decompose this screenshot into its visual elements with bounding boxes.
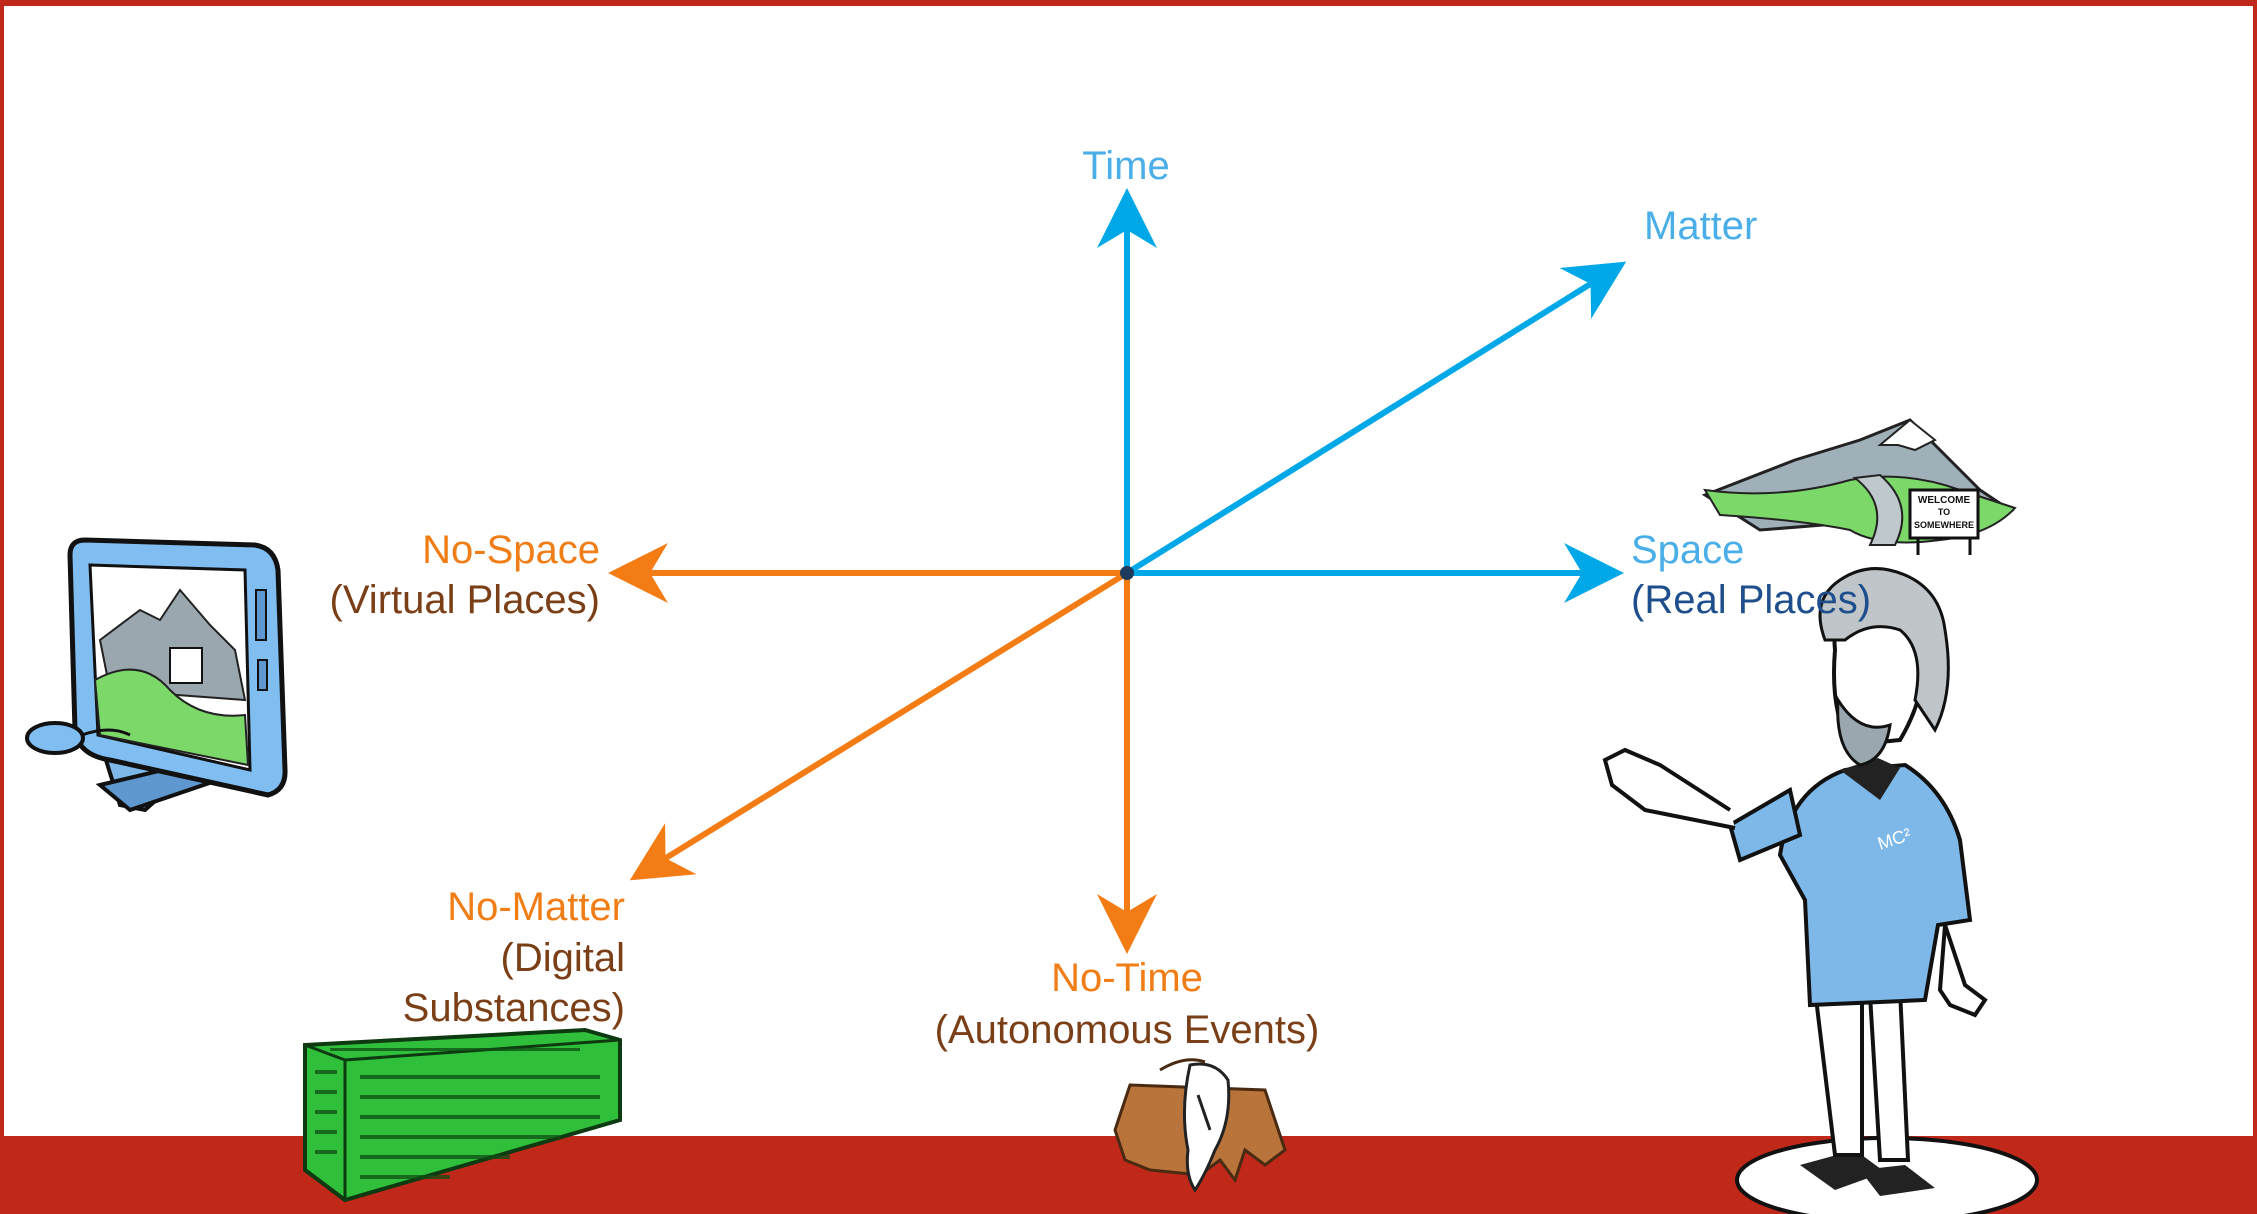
- no-space-sublabel: (Virtual Places): [329, 578, 600, 622]
- mountain-illustration: WELCOME TO SOMEWHERE: [1701, 418, 2017, 555]
- computer-monitor-illustration: [25, 537, 288, 813]
- no-space-label: No-Space: [422, 528, 600, 572]
- no-time-sublabel: (Autonomous Events): [934, 1008, 1320, 1052]
- matter-axis-arrow: [1125, 261, 1627, 576]
- no-matter-sublabel-line2: Substances): [402, 986, 625, 1030]
- presenter-illustration: MC²: [1602, 567, 2039, 1214]
- matter-label: Matter: [1644, 204, 1758, 248]
- melting-clock-illustration: [1113, 1058, 1287, 1193]
- frame-top-border: [0, 0, 2257, 6]
- origin-dot: [1120, 566, 1134, 580]
- space-label: Space: [1631, 528, 1745, 572]
- binary-block-illustration: [303, 1027, 622, 1203]
- no-matter-axis-arrow: [629, 570, 1129, 881]
- sign-text-welcome: WELCOME: [1918, 495, 1971, 506]
- sign-text-to: TO: [1938, 507, 1950, 517]
- sign-text-somewhere: SOMEWHERE: [1914, 520, 1974, 530]
- no-time-label: No-Time: [1051, 956, 1203, 1000]
- frame-left-border: [0, 0, 4, 1214]
- space-sublabel: (Real Places): [1631, 578, 1872, 622]
- frame-right-border: [2253, 0, 2257, 1214]
- no-matter-label: No-Matter: [447, 885, 625, 929]
- no-matter-sublabel-line1: (Digital: [500, 936, 625, 980]
- time-label: Time: [1082, 144, 1170, 188]
